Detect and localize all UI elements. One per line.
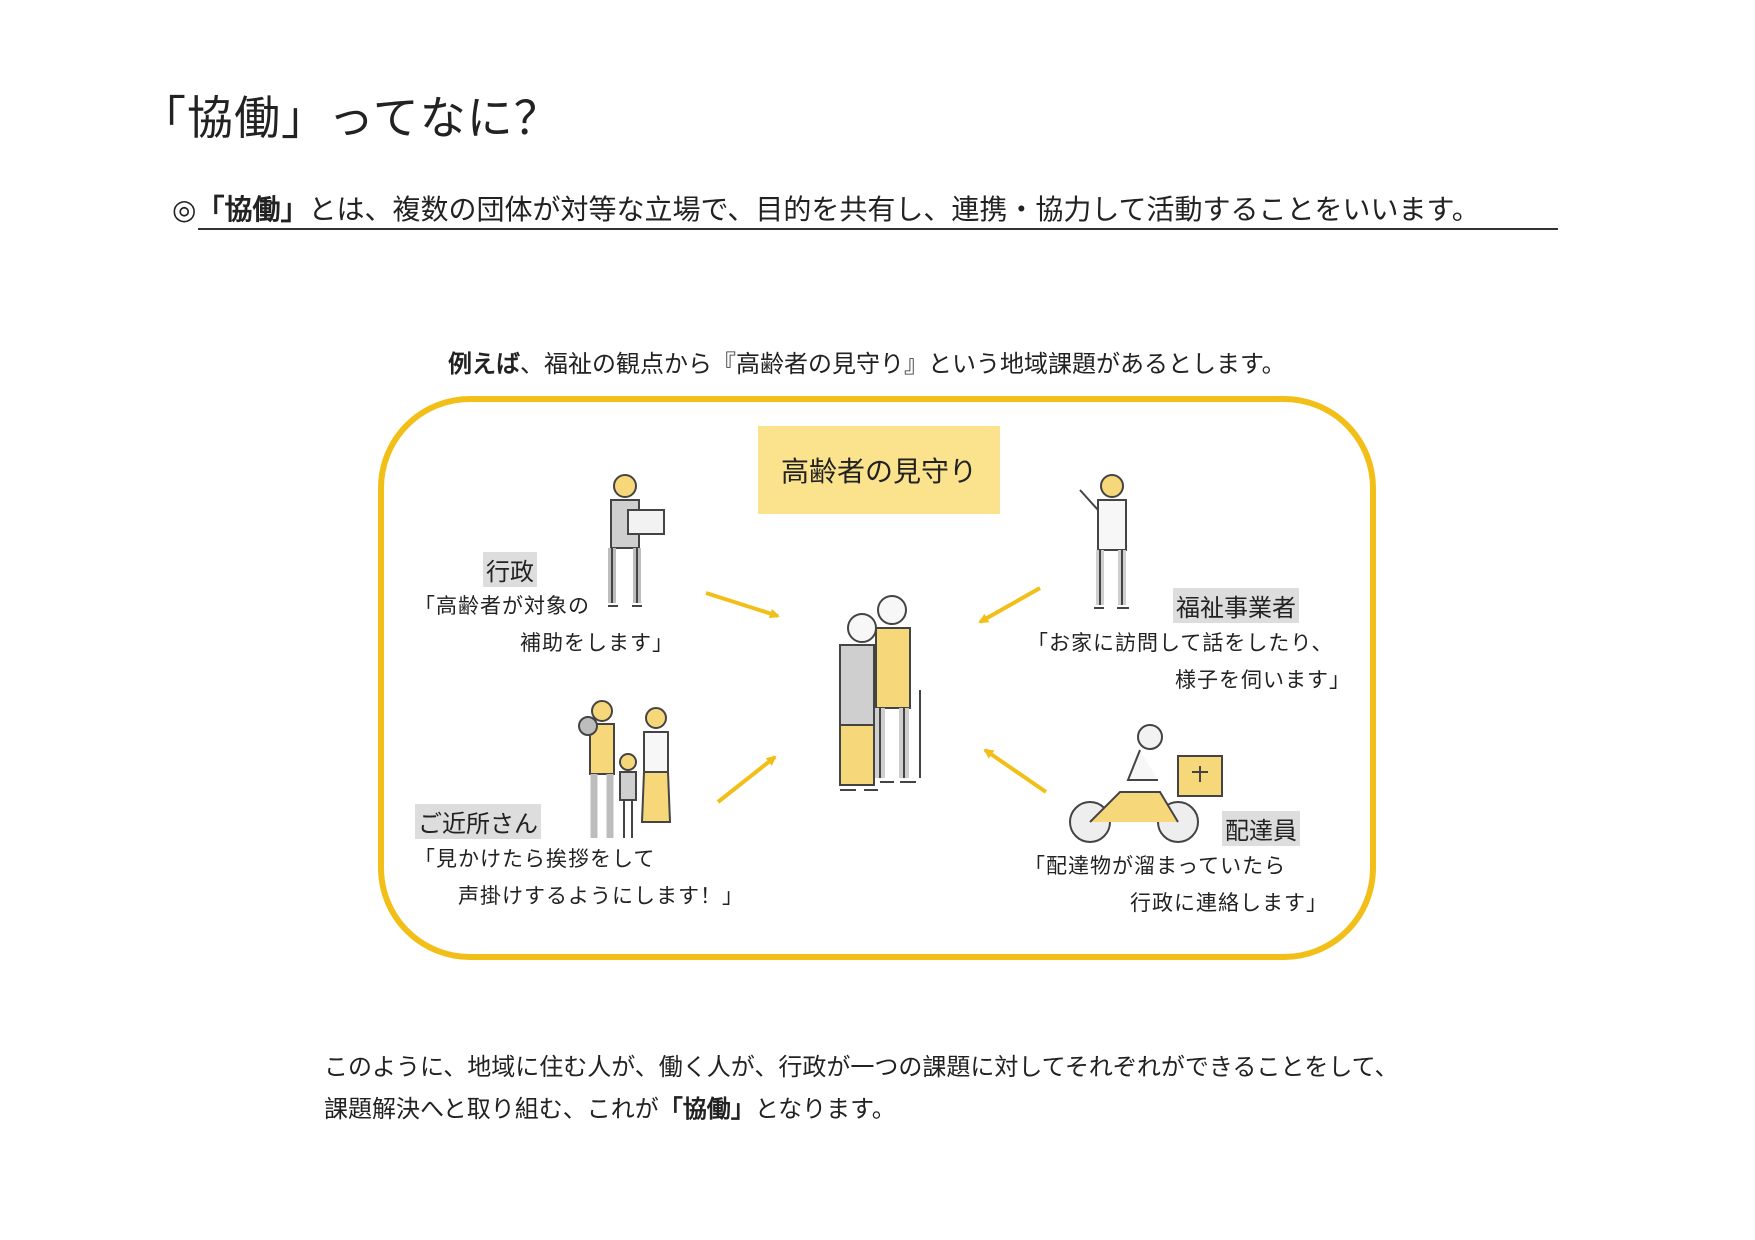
arrow-icon — [978, 586, 1041, 624]
actor-quote-delivery-line2: 行政に連絡します」 — [1130, 891, 1328, 915]
officer-with-laptop-icon — [608, 474, 665, 607]
summary-text: このように、地域に住む人が、働く人が、行政が一つの課題に対してそれぞれができるこ… — [324, 1046, 1398, 1130]
summary-line2: 課題解決へと取り組む、これが「協働」となります。 — [324, 1088, 1398, 1130]
arrow-icon — [716, 755, 777, 804]
arrow-icon — [705, 591, 780, 619]
example-body: 、福祉の観点から『高齢者の見守り』という地域課題があるとします。 — [520, 350, 1286, 378]
definition-term: 「協働」 — [196, 193, 309, 226]
center-topic-label: 高齢者の見守り — [780, 455, 977, 488]
summary-line2-suffix: となります。 — [754, 1095, 896, 1123]
actor-quote-fukushi-line1: 「お家に訪問して話をしたり、 — [1027, 631, 1334, 655]
arrow-icon — [983, 748, 1048, 794]
definition-text: ◎「協働」とは、複数の団体が対等な立場で、目的を共有し、連携・協力して活動するこ… — [172, 188, 1480, 228]
definition-body: とは、複数の団体が対等な立場で、目的を共有し、連携・協力して活動することをいいま… — [308, 193, 1480, 226]
summary-line1: このように、地域に住む人が、働く人が、行政が一つの課題に対してそれぞれができるこ… — [324, 1053, 1399, 1081]
bullet-mark: ◎ — [172, 193, 197, 226]
page-title: 「協働」ってなに？ — [140, 91, 561, 145]
actor-quote-neighbor-line1: 「見かけたら挨拶をして — [414, 847, 656, 871]
center-topic-box: 高齢者の見守り — [758, 426, 1000, 514]
actor-quote-gyosei-line1: 「高齢者が対象の — [414, 594, 590, 618]
family-icon — [578, 700, 672, 838]
actor-quote-neighbor-line2: 声掛けするようにします！」 — [458, 884, 744, 908]
actor-quote-delivery-line1: 「配達物が溜まっていたら — [1024, 854, 1287, 878]
summary-line2-prefix: 課題解決へと取り組む、これが — [324, 1095, 659, 1123]
diagram-frame — [378, 396, 1376, 960]
elderly-couple-icon — [839, 595, 921, 791]
actor-role-gyosei: 行政 — [483, 552, 537, 587]
care-worker-icon — [1079, 474, 1129, 609]
summary-term: 「協働」 — [658, 1095, 755, 1123]
example-text: 例えば、福祉の観点から『高齢者の見守り』という地域課題があるとします。 — [448, 344, 1286, 379]
definition-underline — [198, 228, 1558, 230]
actor-role-delivery: 配達員 — [1222, 811, 1300, 846]
delivery-scooter-icon — [1069, 724, 1223, 843]
actor-role-neighbor: ご近所さん — [415, 804, 541, 839]
example-lead: 例えば — [448, 350, 520, 378]
actor-role-fukushi: 福祉事業者 — [1173, 588, 1299, 623]
actor-quote-fukushi-line2: 様子を伺います」 — [1175, 668, 1351, 692]
actor-quote-gyosei-line2: 補助をします」 — [520, 631, 674, 655]
